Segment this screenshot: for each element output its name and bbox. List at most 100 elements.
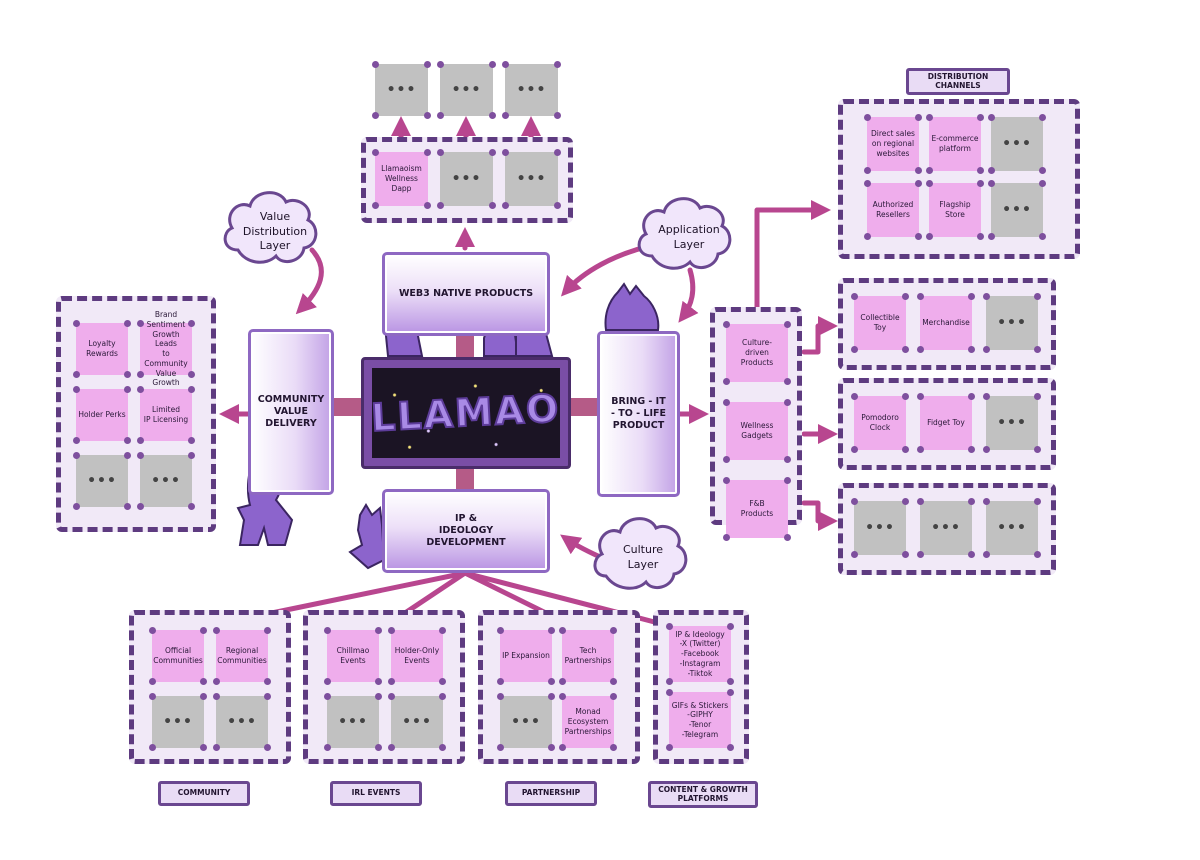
corner-dot — [137, 452, 144, 459]
right-column-cell-1[interactable]: Wellness Gadgets — [726, 402, 788, 460]
corner-dot — [926, 114, 933, 121]
corner-dot — [784, 378, 791, 385]
corner-dot — [723, 321, 730, 328]
partnership-cell-3[interactable]: Monad Ecosystem Partnerships — [562, 696, 614, 748]
corner-dot — [388, 627, 395, 634]
corner-dot — [73, 386, 80, 393]
left-cell-3[interactable]: Limited IP Licensing — [140, 389, 192, 441]
distribution-cell-1[interactable]: E-commerce platform — [929, 117, 981, 171]
top-outer-cell-0[interactable]: ••• — [375, 64, 428, 116]
community-cell-2[interactable]: ••• — [152, 696, 204, 748]
corner-dot — [864, 114, 871, 121]
row2-cell-2[interactable]: ••• — [986, 396, 1038, 450]
corner-dot — [926, 167, 933, 174]
corner-dot — [864, 167, 871, 174]
corner-dot — [968, 551, 975, 558]
corner-dot — [424, 149, 431, 156]
corner-dot — [727, 744, 734, 751]
distribution-cell-0[interactable]: Direct sales on regional websites — [867, 117, 919, 171]
corner-dot — [137, 371, 144, 378]
corner-dot — [497, 627, 504, 634]
corner-dot — [149, 627, 156, 634]
distribution-cell-4[interactable]: Flagship Store — [929, 183, 981, 237]
left-cell-1[interactable]: Brand Sentiment Growth Leads to Communit… — [140, 310, 192, 387]
corner-dot — [559, 627, 566, 634]
corner-dot — [1034, 293, 1041, 300]
irl-cell-0[interactable]: Chillmao Events — [327, 630, 379, 682]
corner-dot — [324, 627, 331, 634]
corner-dot — [610, 693, 617, 700]
corner-dot — [124, 503, 131, 510]
corner-dot — [264, 678, 271, 685]
corner-dot — [372, 112, 379, 119]
corner-dot — [137, 437, 144, 444]
partnership-cell-1[interactable]: Tech Partnerships — [562, 630, 614, 682]
left-cell-0[interactable]: Loyalty Rewards — [76, 323, 128, 375]
right-column-cell-0[interactable]: Culture- driven Products — [726, 324, 788, 382]
corner-dot — [977, 233, 984, 240]
corner-dot — [73, 320, 80, 327]
corner-dot — [610, 678, 617, 685]
corner-dot — [213, 693, 220, 700]
community-cell-0[interactable]: Official Communities — [152, 630, 204, 682]
corner-dot — [437, 202, 444, 209]
bring-to-life-product-node[interactable]: BRING - IT - TO - LIFE PRODUCT — [597, 331, 680, 497]
corner-dot — [988, 167, 995, 174]
row3-cell-1[interactable]: ••• — [920, 501, 972, 555]
distribution-cell-3[interactable]: Authorized Resellers — [867, 183, 919, 237]
irl-cell-3[interactable]: ••• — [391, 696, 443, 748]
corner-dot — [548, 678, 555, 685]
row1-cell-2[interactable]: ••• — [986, 296, 1038, 350]
community-cell-3[interactable]: ••• — [216, 696, 268, 748]
content-cell-0[interactable]: IP & Ideology -X (Twitter) -Facebook -In… — [669, 626, 731, 682]
corner-dot — [489, 112, 496, 119]
right-column-cell-2[interactable]: F&B Products — [726, 480, 788, 538]
row3-cell-0[interactable]: ••• — [854, 501, 906, 555]
row1-cell-1[interactable]: Merchandise — [920, 296, 972, 350]
corner-dot — [784, 399, 791, 406]
corner-dot — [372, 149, 379, 156]
left-cell-2[interactable]: Holder Perks — [76, 389, 128, 441]
row2-cell-1[interactable]: Fidget Toy — [920, 396, 972, 450]
application-layer-cloud: Application Layer — [658, 223, 720, 251]
top-outer-cell-1[interactable]: ••• — [440, 64, 493, 116]
corner-dot — [264, 744, 271, 751]
row3-cell-2[interactable]: ••• — [986, 501, 1038, 555]
row1-cell-0[interactable]: Collectible Toy — [854, 296, 906, 350]
corner-dot — [983, 393, 990, 400]
corner-dot — [723, 378, 730, 385]
arrow-to-row1 — [801, 316, 838, 355]
partnership-cell-2[interactable]: ••• — [500, 696, 552, 748]
value-distribution-cloud: Value Distribution Layer — [242, 209, 308, 253]
top-outer-cell-2[interactable]: ••• — [505, 64, 558, 116]
irl-cell-2[interactable]: ••• — [327, 696, 379, 748]
corner-dot — [784, 321, 791, 328]
community-cell-1[interactable]: Regional Communities — [216, 630, 268, 682]
corner-dot — [200, 627, 207, 634]
partnership-cell-0[interactable]: IP Expansion — [500, 630, 552, 682]
corner-dot — [1034, 551, 1041, 558]
top-inner-cell-1[interactable]: ••• — [440, 152, 493, 206]
top-inner-cell-0[interactable]: Llamaoism Wellness Dapp — [375, 152, 428, 206]
left-cell-4[interactable]: ••• — [76, 455, 128, 507]
content-cell-1[interactable]: GIFs & Stickers -GIPHY -Tenor -Telegram — [669, 692, 731, 748]
link-right-monitor — [567, 398, 601, 416]
irl-cell-1[interactable]: Holder-Only Events — [391, 630, 443, 682]
irl-events-label: IRL EVENTS — [330, 781, 422, 806]
llama-figure-right — [604, 282, 660, 331]
corner-dot — [559, 744, 566, 751]
corner-dot — [968, 293, 975, 300]
distribution-cell-2[interactable]: ••• — [991, 117, 1043, 171]
community-value-delivery-node[interactable]: COMMUNITY VALUE DELIVERY — [248, 329, 334, 495]
web3-native-products-node[interactable]: WEB3 NATIVE PRODUCTS — [382, 252, 550, 336]
left-cell-5[interactable]: ••• — [140, 455, 192, 507]
top-inner-cell-2[interactable]: ••• — [505, 152, 558, 206]
corner-dot — [149, 693, 156, 700]
corner-dot — [917, 346, 924, 353]
ip-ideology-development-node[interactable]: IP & IDEOLOGY DEVELOPMENT — [382, 489, 550, 573]
row2-cell-0[interactable]: Pomodoro Clock — [854, 396, 906, 450]
distribution-cell-5[interactable]: ••• — [991, 183, 1043, 237]
corner-dot — [188, 452, 195, 459]
corner-dot — [149, 744, 156, 751]
corner-dot — [917, 446, 924, 453]
